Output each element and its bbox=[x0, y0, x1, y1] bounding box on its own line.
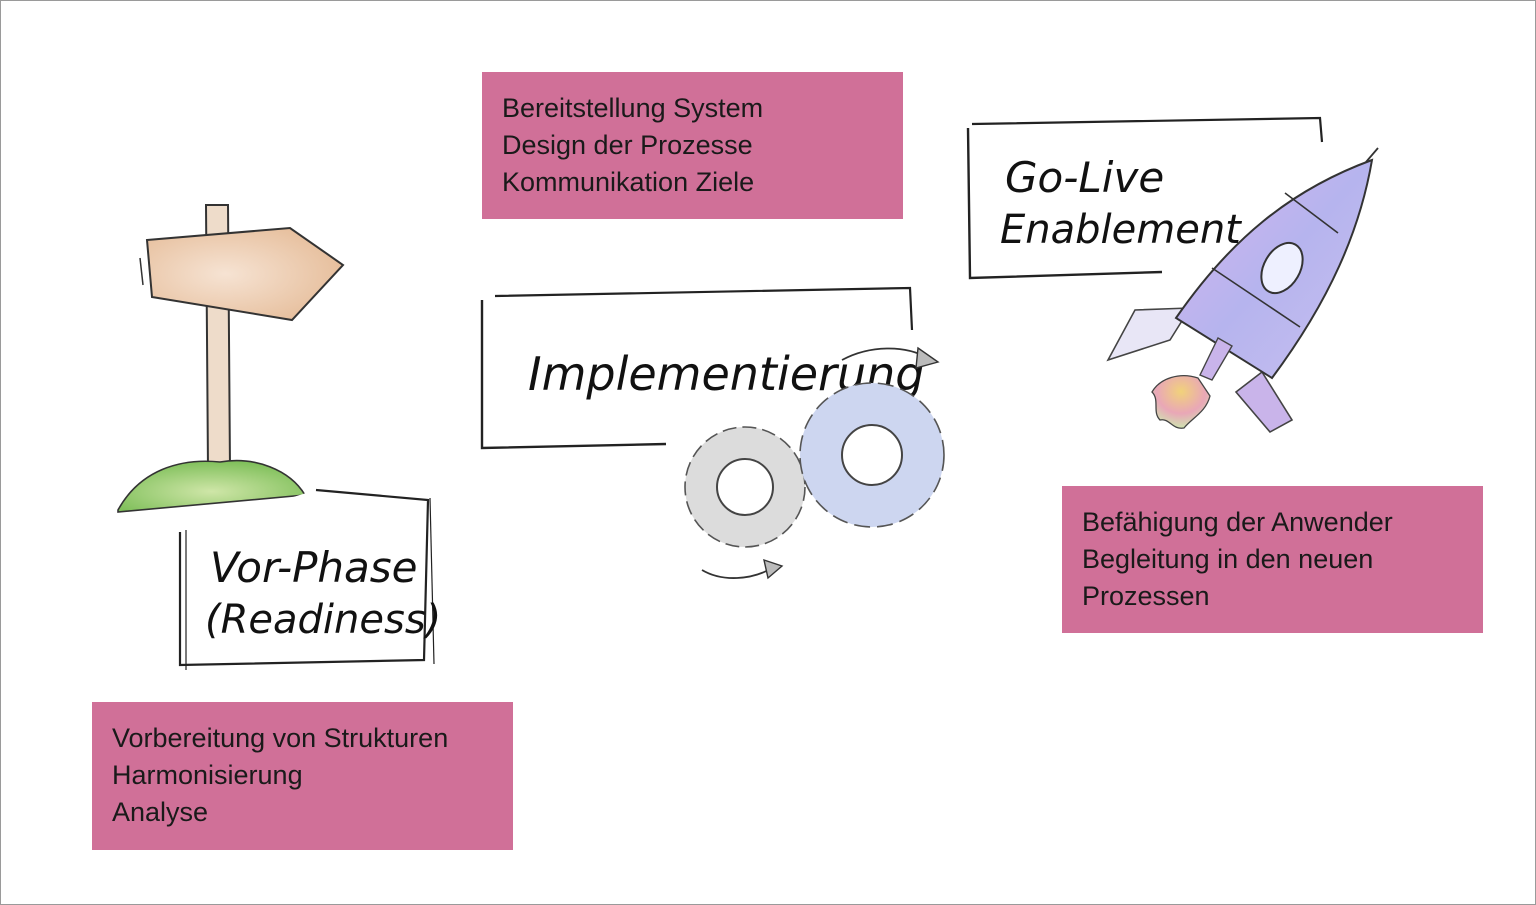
vor-phase-task-box: Vorbereitung von Strukturen Harmonisieru… bbox=[92, 702, 513, 850]
implementierung-sign: Implementierung bbox=[480, 286, 924, 450]
rocket-icon bbox=[1106, 147, 1379, 434]
task-item: Begleitung in den neuen bbox=[1082, 544, 1374, 574]
vor-phase-sign: Vor-Phase (Readiness) bbox=[178, 488, 441, 670]
task-item: Kommunikation Ziele bbox=[502, 167, 755, 197]
vor-phase-subtitle: (Readiness) bbox=[205, 597, 441, 643]
gears-icon bbox=[684, 346, 945, 580]
go-live-task-box: Befähigung der Anwender Begleitung in de… bbox=[1062, 486, 1483, 633]
task-item: Befähigung der Anwender bbox=[1082, 507, 1393, 537]
task-item: Design der Prozesse bbox=[502, 130, 753, 160]
task-item: Vorbereitung von Strukturen bbox=[112, 723, 449, 753]
go-live-title: Go-Live bbox=[1005, 153, 1164, 202]
go-live-sign: Go-Live Enablement bbox=[966, 116, 1324, 280]
vor-phase-title: Vor-Phase bbox=[210, 543, 418, 592]
task-item: Prozessen bbox=[1082, 581, 1210, 611]
go-live-subtitle: Enablement bbox=[1000, 207, 1242, 253]
implementierung-task-box: Bereitstellung System Design der Prozess… bbox=[482, 72, 903, 219]
task-item: Harmonisierung bbox=[112, 760, 303, 790]
task-item: Analyse bbox=[112, 797, 209, 827]
task-item: Bereitstellung System bbox=[502, 93, 764, 123]
signpost-icon bbox=[117, 204, 345, 513]
